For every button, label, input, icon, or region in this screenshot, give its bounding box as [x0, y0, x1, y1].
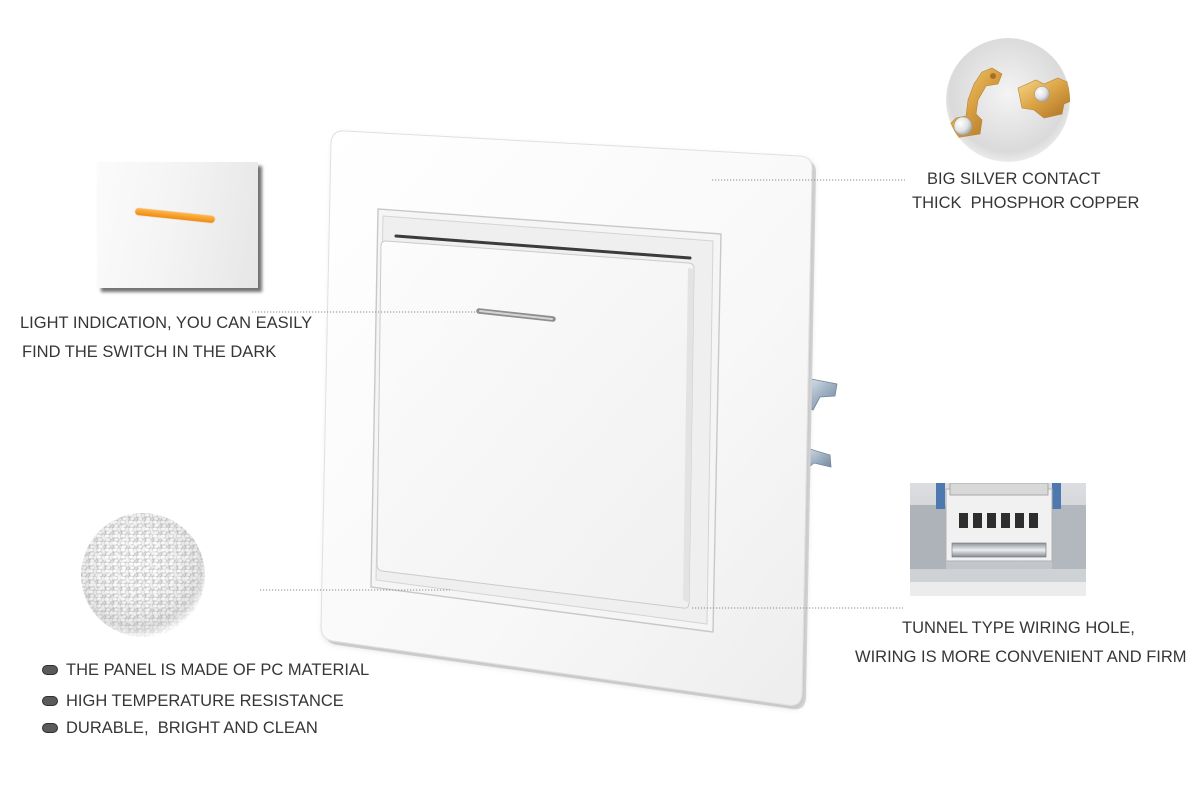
- pill-bullet-icon: [42, 723, 58, 733]
- pill-bullet-icon: [42, 696, 58, 706]
- wire-slot: [1029, 513, 1038, 528]
- wire-slot: [959, 513, 968, 528]
- pc-material-granules-photo: [81, 513, 205, 637]
- light-switch: [320, 130, 838, 710]
- wire-slot: [1001, 513, 1010, 528]
- terminal-bottom-strip: [910, 582, 1086, 596]
- rocker-button: [376, 240, 695, 609]
- orange-indicator-bar: [134, 207, 216, 224]
- terminal-base-right: [1052, 505, 1086, 571]
- terminal-base-left: [910, 505, 946, 571]
- feature-text: HIGH TEMPERATURE RESISTANCE: [66, 692, 344, 710]
- feature-item: HIGH TEMPERATURE RESISTANCE: [42, 691, 382, 711]
- bracket-hole: [990, 73, 996, 79]
- wire-slot: [1015, 513, 1024, 528]
- pill-bullet-icon: [42, 665, 58, 675]
- wiring-terminal-photo: [910, 483, 1086, 596]
- rocker-side-bevel: [683, 268, 694, 603]
- wire-slot: [987, 513, 996, 528]
- terminal-clip-right: [1052, 483, 1061, 509]
- feature-text: DURABLE, BRIGHT AND CLEAN: [66, 719, 318, 737]
- indicator-light-lens: [479, 310, 553, 320]
- wiring-callout-line2: WIRING IS MORE CONVENIENT AND FIRM: [855, 648, 1187, 666]
- feature-text: THE PANEL IS MADE OF PC MATERIAL: [66, 661, 370, 679]
- indicator-closeup-photo: [97, 162, 258, 288]
- silver-contact-photo: [946, 38, 1070, 162]
- feature-item: DURABLE, BRIGHT AND CLEAN: [42, 718, 382, 738]
- granules-shading: [81, 513, 205, 637]
- terminal-wire-slots: [959, 513, 1038, 528]
- wire-slot: [973, 513, 982, 528]
- indicator-callout-line1: LIGHT INDICATION, YOU CAN EASILY: [20, 314, 313, 332]
- silver-rivet-left: [953, 116, 973, 136]
- silver-contact-illustration: [946, 38, 1070, 162]
- indicator-light: [476, 308, 556, 322]
- terminal-housing-top: [949, 483, 1049, 496]
- silver-rivet-right: [1034, 86, 1050, 102]
- contact-callout-line2: THICK PHOSPHOR COPPER: [912, 194, 1140, 212]
- indicator-callout-line2: FIND THE SWITCH IN THE DARK: [22, 343, 277, 361]
- wiring-terminal-illustration: [910, 483, 1086, 596]
- terminal-clip-left: [936, 483, 945, 509]
- rocker-top-shadow: [394, 234, 692, 260]
- callout-lines: [252, 179, 905, 609]
- contact-callout-line1: BIG SILVER CONTACT: [927, 170, 1101, 188]
- wiring-callout-line1: TUNNEL TYPE WIRING HOLE,: [902, 619, 1135, 637]
- feature-item: THE PANEL IS MADE OF PC MATERIAL: [42, 660, 382, 680]
- granules-texture: [81, 513, 205, 637]
- terminal-metal-bar: [951, 542, 1047, 558]
